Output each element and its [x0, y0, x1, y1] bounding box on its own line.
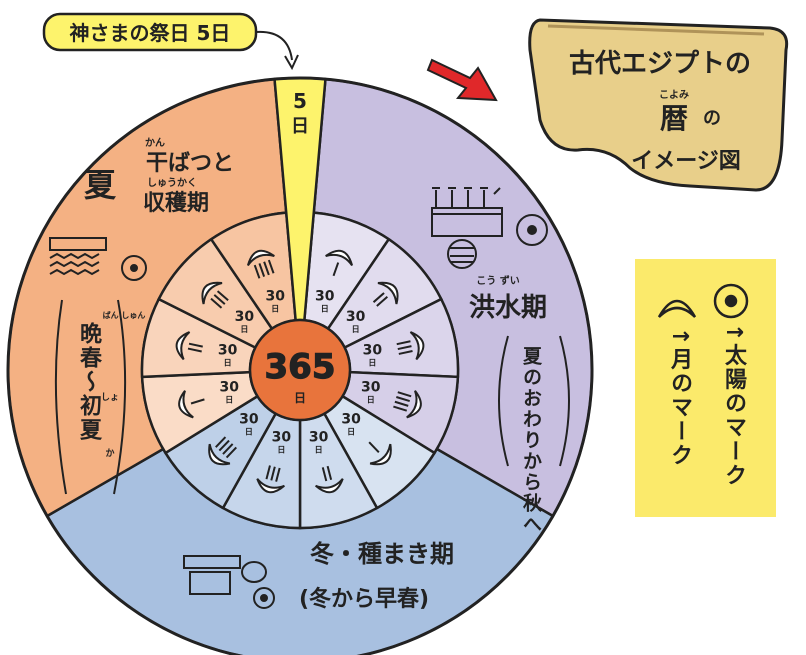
- summer-range-ruby2: しょ: [101, 392, 119, 403]
- month-days-label: 30: [239, 411, 259, 427]
- festival-label-group: 神さまの祭日 5日: [42, 12, 299, 71]
- moon-glyph-icon: [208, 436, 237, 466]
- summer-name-line1: 干ばつと: [146, 151, 234, 176]
- summer-range-ruby3: か: [105, 448, 114, 459]
- month-days-label: 30: [309, 430, 329, 446]
- title-box: 古代エジプトの こよみ 暦 の イメージ図: [528, 18, 789, 192]
- summer-range-ruby1: ばん しゅん: [103, 310, 146, 320]
- title-ruby: こよみ: [659, 89, 689, 101]
- festival-arrowhead: [284, 54, 299, 71]
- moon-glyph-icon: [396, 331, 425, 361]
- festival-days-number: 5: [293, 89, 307, 113]
- month-days-unit: 日: [245, 427, 253, 436]
- month-days-unit: 日: [321, 304, 329, 313]
- flood-labels: こう ずい 洪水期: [431, 187, 570, 467]
- festival-connector: [255, 30, 293, 61]
- summer-ruby2: しゅうかく: [147, 177, 197, 189]
- moon-glyph-icon: [201, 281, 229, 309]
- moon-glyph-icon: [325, 249, 354, 277]
- flood-ruby: こう ずい: [476, 274, 519, 287]
- winter-range: (冬から早春): [299, 586, 429, 612]
- month-days-unit: 日: [315, 446, 323, 455]
- summer-labels: かん 干ばつと しゅうかく 収穫期 夏 ばん しゅん しょ か: [49, 137, 234, 495]
- legend-sun-label: ↑太陽のマーク: [721, 323, 746, 488]
- month-days-unit: 日: [367, 396, 375, 405]
- summer-range: 晩春〜初夏: [76, 322, 101, 442]
- month-days-unit: 日: [240, 325, 248, 334]
- moon-glyph-icon: [256, 465, 285, 494]
- moon-glyph-icon: [175, 331, 203, 361]
- month-days-label: 30: [220, 380, 240, 396]
- red-arrow-icon: [426, 58, 498, 102]
- flood-hieroglyph-icon: [431, 187, 548, 269]
- center-circle: [248, 318, 352, 422]
- sun-icon: [713, 283, 749, 319]
- month-days-label: 30: [315, 288, 335, 304]
- summer-name-line2: 収穫期: [143, 190, 209, 216]
- festival-label: 神さまの祭日 5日: [70, 21, 231, 45]
- moon-glyph-icon: [393, 390, 422, 419]
- month-days-unit: 日: [224, 359, 232, 368]
- moon-icon: [657, 299, 697, 318]
- title-line1: 古代エジプトの: [569, 49, 751, 79]
- summer-kanji: 夏: [84, 166, 117, 204]
- center-number: 365: [265, 347, 336, 387]
- title-kanji: 暦: [660, 102, 688, 135]
- month-days-label: 30: [361, 380, 381, 396]
- moon-glyph-icon: [246, 249, 275, 279]
- legend-moon-label: ↑月のマーク: [667, 327, 692, 468]
- summer-hieroglyph-icon: [49, 237, 147, 281]
- festival-days-unit: 日: [291, 116, 309, 137]
- festival-days-group: 5 日: [291, 89, 309, 137]
- month-days-unit: 日: [225, 396, 233, 405]
- flood-name: 洪水期: [469, 293, 547, 323]
- title-no: の: [703, 108, 721, 129]
- month-days-label: 30: [363, 343, 383, 359]
- month-days-label: 30: [265, 288, 285, 304]
- winter-name: 冬・種まき期: [310, 540, 454, 568]
- winter-labels: 冬・種まき期 (冬から早春): [183, 540, 454, 612]
- month-days-label: 30: [341, 411, 361, 427]
- moon-glyph-icon: [368, 441, 392, 466]
- month-days-label: 30: [272, 430, 292, 446]
- month-days-unit: 日: [352, 325, 360, 334]
- month-days-unit: 日: [277, 446, 285, 455]
- month-days-label: 30: [346, 309, 366, 325]
- month-days-unit: 日: [271, 304, 279, 313]
- center-unit: 日: [294, 391, 306, 405]
- center-disc: 365 日: [248, 318, 352, 422]
- moon-glyph-icon: [372, 281, 399, 307]
- summer-range-paren: [54, 299, 67, 495]
- outer-ring: [6, 77, 594, 655]
- title-line3: イメージ図: [631, 149, 741, 174]
- flood-range-paren: [498, 335, 509, 467]
- title-box-shape: [528, 18, 789, 192]
- month-days-label: 30: [235, 309, 255, 325]
- month-days-label: 30: [218, 343, 238, 359]
- moon-glyph-icon: [178, 390, 205, 419]
- winter-hieroglyph-icon: [183, 555, 275, 609]
- legend-note: ↑太陽のマーク ↑月のマーク: [635, 259, 776, 517]
- calendar-outer-rim: [6, 76, 594, 655]
- month-days-unit: 日: [347, 427, 355, 436]
- month-days-unit: 日: [368, 359, 376, 368]
- flood-range: 夏のおわりから秋へ: [520, 346, 542, 535]
- moon-glyph-icon: [315, 465, 344, 494]
- summer-ruby1: かん: [145, 137, 165, 149]
